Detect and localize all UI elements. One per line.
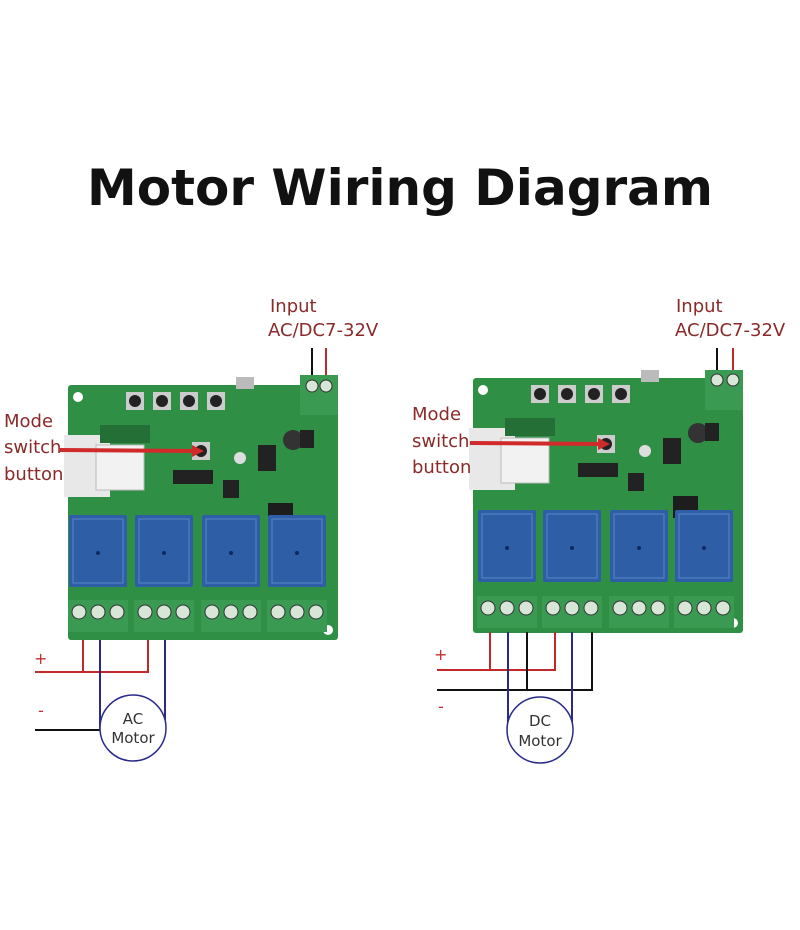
mode-label-line2: switch [412,431,469,452]
input-voltage-label: AC/DC7-32V [268,320,379,341]
mode-label-line3: button [4,464,63,485]
motor-icon [99,694,167,762]
motor-type: DC [529,712,551,730]
relay-board [468,369,744,634]
motor-label: Motor [518,732,562,750]
motor-label: Motor [111,729,155,747]
page-title: Motor Wiring Diagram [87,159,713,217]
plus-label: + [434,645,447,664]
mode-label-line2: switch [4,437,61,458]
arrow-icon [469,441,603,446]
input-label: Input [676,296,723,317]
mode-label-line1: Mode [4,411,53,432]
input-voltage-label: AC/DC7-32V [675,320,786,341]
mode-label-line3: button [412,457,471,478]
minus-label: - [438,697,444,716]
plus-label: + [34,649,47,668]
dc-motor-diagram: Input AC/DC7-32V Mode switch button + - … [412,296,786,764]
motor-icon [506,696,574,764]
minus-label: - [38,701,44,720]
ac-motor-diagram: Input AC/DC7-32V Mode switch button + - … [4,296,379,762]
motor-type: AC [123,710,143,728]
mode-label-line1: Mode [412,404,461,425]
arrow-icon [59,448,197,453]
power-terminal [300,375,338,415]
input-label: Input [270,296,317,317]
